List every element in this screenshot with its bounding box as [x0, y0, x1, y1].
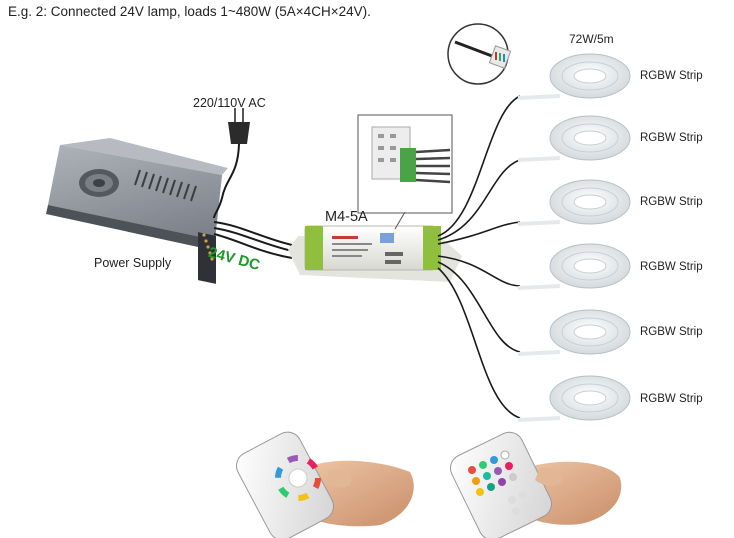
power-supply-icon — [46, 138, 228, 284]
ac-plug-icon — [213, 108, 250, 219]
power-supply-label: Power Supply — [94, 256, 172, 270]
strip-label-5: RGBW Strip — [640, 326, 703, 338]
strip-label-4: RGBW Strip — [640, 261, 703, 273]
controller-model-label: M4-5A — [325, 209, 368, 225]
led-strip-reel-icon — [517, 53, 631, 422]
button-remote-icon — [450, 431, 622, 538]
controller-icon — [288, 225, 462, 282]
wheel-remote-icon — [235, 431, 414, 538]
strip-power-label: 72W/5m — [569, 32, 614, 46]
strip-label-2: RGBW Strip — [640, 132, 703, 144]
strip-label-1: RGBW Strip — [640, 70, 703, 82]
ac-voltage-label: 220/110V AC — [193, 96, 266, 110]
dc-wires — [213, 221, 293, 259]
strip-label-6: RGBW Strip — [640, 393, 703, 405]
strip-label-3: RGBW Strip — [640, 196, 703, 208]
strip-connector-zoom-icon — [447, 23, 512, 85]
page-title: E.g. 2: Connected 24V lamp, loads 1~480W… — [8, 4, 371, 19]
connector-zoom-icon — [357, 114, 453, 214]
zoom-pointer — [394, 211, 406, 230]
output-wires — [437, 95, 521, 419]
